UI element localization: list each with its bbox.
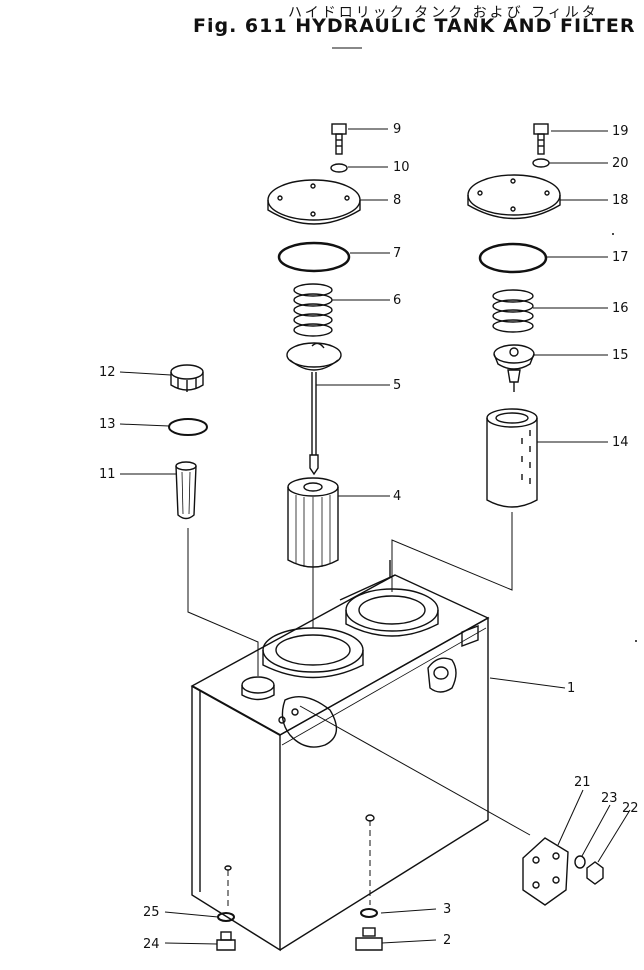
callout-2: 2: [443, 933, 451, 948]
bolt-part-9: [331, 123, 347, 155]
callout-4: 4: [393, 489, 401, 504]
spring-part-6: [293, 283, 333, 337]
filter-element-part-14: [486, 408, 538, 508]
callout-17: 17: [612, 250, 629, 265]
cover-plate-part-18: [467, 174, 561, 220]
callout-20: 20: [612, 156, 629, 171]
plug-part-24: [216, 931, 236, 951]
valve-rod-part-5: [286, 342, 342, 476]
washer-part-10: [330, 163, 348, 173]
spring-part-16: [492, 289, 534, 333]
o-ring-part-7: [277, 241, 351, 273]
callout-16: 16: [612, 301, 629, 316]
callout-1: 1: [567, 681, 575, 696]
filter-element-part-4: [287, 477, 339, 568]
callout-7: 7: [393, 246, 401, 261]
callout-13: 13: [99, 417, 116, 432]
callout-21: 21: [574, 775, 591, 790]
o-ring-part-3: [360, 908, 378, 918]
callout-12: 12: [99, 365, 116, 380]
callout-8: 8: [393, 193, 401, 208]
figure-title-japanese: ハイドロリック タンク および フィルタ: [288, 5, 599, 21]
callout-24: 24: [143, 937, 160, 952]
cover-plate-part-8: [267, 179, 361, 225]
callout-leaders: [119, 128, 631, 945]
bracket-part-21: [522, 837, 569, 906]
figure-title: Fig. 611 HYDRAULIC TANK AND FILTER: [193, 15, 636, 37]
callout-numbers: 1 2 3 4 5 6 7 8 9 10 11 12 13 14 15 16 1…: [99, 122, 639, 952]
callout-15: 15: [612, 348, 629, 363]
bolt-part-19: [533, 123, 549, 155]
callout-5: 5: [393, 378, 401, 393]
callout-10: 10: [393, 160, 410, 175]
strainer-part-11: [175, 461, 197, 520]
callout-3: 3: [443, 902, 451, 917]
washer-part-20: [532, 158, 550, 168]
o-ring-part-17: [478, 242, 548, 274]
hydraulic-tank: [190, 560, 490, 952]
callout-22: 22: [622, 801, 639, 816]
callout-6: 6: [393, 293, 401, 308]
drain-plug-part-2: [355, 927, 383, 951]
callout-18: 18: [612, 193, 629, 208]
nut-part-22: [586, 861, 604, 885]
callout-25: 25: [143, 905, 160, 920]
washer-part-23: [574, 855, 586, 869]
filler-cap-part-12: [170, 364, 204, 392]
callout-23: 23: [601, 791, 618, 806]
callout-11: 11: [99, 467, 116, 482]
leader-lines: [187, 512, 531, 908]
gasket-part-13: [168, 418, 208, 436]
callout-14: 14: [612, 435, 629, 450]
valve-part-15: [493, 344, 535, 392]
callout-9: 9: [393, 122, 401, 137]
callout-19: 19: [612, 124, 629, 139]
